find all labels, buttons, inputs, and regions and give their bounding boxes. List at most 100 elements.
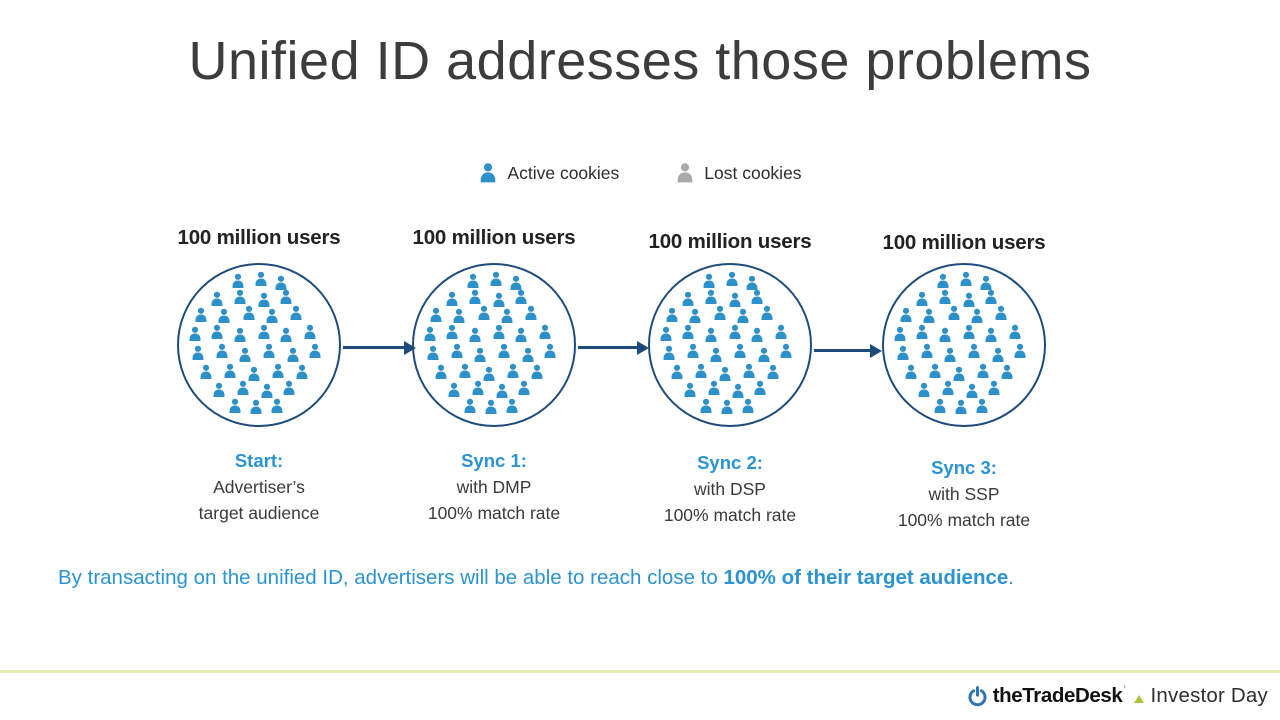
active-user-icon (686, 343, 701, 360)
active-user-icon (961, 292, 976, 309)
active-user-icon (703, 289, 718, 306)
active-user-icon (753, 380, 768, 397)
stage-caption: Sync 2: with DSP 100% match rate (635, 450, 825, 528)
active-user-icon (274, 274, 289, 291)
active-user-icon (434, 364, 449, 381)
active-user-icon (478, 162, 498, 185)
active-user-icon (942, 346, 957, 363)
active-user-icon (471, 380, 486, 397)
active-user-icon (242, 305, 257, 322)
slide-title: Unified ID addresses those problems (188, 31, 1092, 91)
active-user-icon (952, 365, 967, 382)
active-user-icon (947, 305, 962, 322)
stage-sync2: 100 million users Sync 2: with DSP 100% … (635, 226, 825, 526)
active-user-icon (915, 324, 930, 341)
active-user-icon (472, 346, 487, 363)
active-user-icon (232, 327, 247, 344)
active-user-icon (253, 271, 268, 288)
active-user-icon (990, 346, 1005, 363)
active-user-icon (445, 290, 460, 307)
active-user-icon (279, 327, 294, 344)
footer-logo: theTradeDesk’ Investor Day (967, 682, 1268, 710)
active-user-icon (248, 399, 263, 416)
active-user-icon (210, 290, 225, 307)
active-user-icon (662, 345, 677, 362)
active-user-icon (961, 324, 976, 341)
active-user-icon (215, 343, 230, 360)
active-user-icon (750, 289, 765, 306)
active-user-icon (969, 308, 984, 325)
active-user-icon (732, 343, 747, 360)
active-user-icon (538, 324, 553, 341)
active-user-icon (965, 383, 980, 400)
brand-name: theTradeDesk’ (992, 684, 1126, 707)
active-user-icon (917, 381, 932, 398)
active-user-icon (759, 305, 774, 322)
active-user-icon (1000, 364, 1015, 381)
event-name: Investor Day (1150, 684, 1268, 707)
active-user-icon (1013, 343, 1028, 360)
active-user-icon (756, 346, 771, 363)
active-user-icon (719, 399, 734, 416)
active-user-icon (499, 308, 514, 325)
stage-caption-line: with DSP (694, 479, 766, 499)
active-user-icon (899, 306, 914, 323)
active-user-icon (724, 271, 739, 288)
stage-header: 100 million users (882, 231, 1046, 254)
flow-arrow-icon (578, 340, 649, 355)
active-user-icon (543, 343, 558, 360)
stage-caption-line: 100% match rate (897, 510, 1031, 530)
active-user-icon (731, 383, 746, 400)
active-user-icon (236, 380, 251, 397)
stage-caption: Sync 1: with DMP 100% match rate (399, 448, 589, 526)
active-user-icon (921, 308, 936, 325)
active-user-icon (766, 364, 781, 381)
active-user-icon (261, 343, 276, 360)
active-user-icon (893, 325, 908, 342)
active-user-icon (228, 397, 243, 414)
active-user-icon (707, 380, 722, 397)
active-user-icon (735, 308, 750, 325)
trademark-mark: ’ (1123, 684, 1126, 694)
active-user-icon (247, 365, 262, 382)
active-user-icon (1008, 324, 1023, 341)
active-user-icon (941, 380, 956, 397)
active-user-icon (520, 346, 535, 363)
active-user-icon (191, 345, 206, 362)
stage-sync1: 100 million users Sync 1: with DMP 100% … (399, 226, 589, 526)
active-user-icon (451, 308, 466, 325)
active-user-icon (466, 273, 481, 290)
active-user-icon (993, 305, 1008, 322)
active-user-icon (976, 362, 991, 379)
active-user-icon (477, 305, 492, 322)
active-user-icon (517, 380, 532, 397)
legend: Active cookies Lost cookies (0, 162, 1280, 185)
active-user-icon (458, 362, 473, 379)
brand-triangle-icon (1133, 695, 1144, 703)
active-user-icon (295, 364, 310, 381)
stage-caption-line: Advertiser’s (213, 477, 305, 497)
active-user-icon (223, 362, 238, 379)
active-user-icon (237, 346, 252, 363)
active-user-icon (523, 305, 538, 322)
tradedesk-power-icon (967, 685, 988, 707)
active-user-icon (727, 324, 742, 341)
active-user-icon (303, 324, 318, 341)
lost-user-icon (675, 162, 695, 185)
active-user-icon (467, 289, 482, 306)
legend-label-active: Active cookies (507, 163, 620, 183)
active-user-icon (188, 325, 203, 342)
active-user-icon (514, 289, 529, 306)
stage-caption: Sync 3: with SSP 100% match rate (869, 455, 1059, 533)
active-user-icon (953, 399, 968, 416)
active-user-icon (681, 324, 696, 341)
active-user-icon (463, 397, 478, 414)
active-user-icon (687, 308, 702, 325)
legend-item-active-cookies: Active cookies (478, 162, 619, 185)
active-user-icon (896, 345, 911, 362)
active-user-icon (727, 292, 742, 309)
active-user-icon (514, 327, 529, 344)
active-user-icon (530, 364, 545, 381)
active-user-icon (703, 327, 718, 344)
active-user-icon (774, 324, 789, 341)
